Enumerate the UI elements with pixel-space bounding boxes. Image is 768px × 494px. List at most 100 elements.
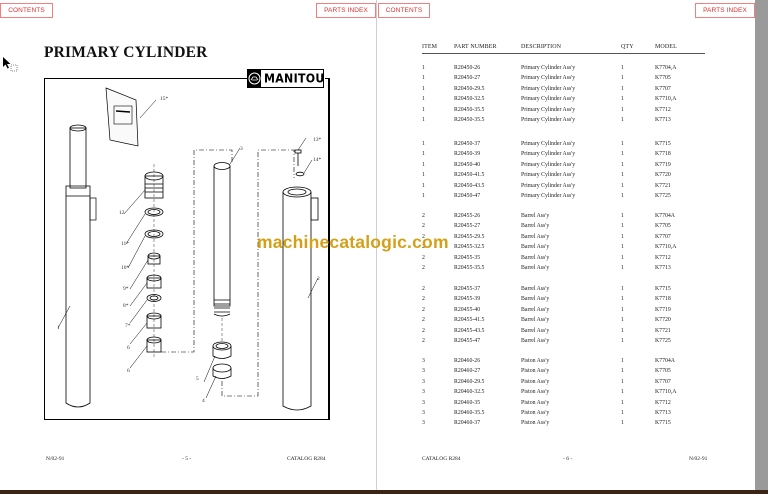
cell-part-number: R20455-29.5 <box>454 233 485 240</box>
cell-part-number: R20455-43.5 <box>454 327 485 334</box>
footer-page-number: - 5 - <box>182 456 192 462</box>
cell-qty: 1 <box>621 244 624 251</box>
cell-item: 2 <box>422 317 425 324</box>
cell-part-number: R20455-27 <box>454 223 481 230</box>
cell-description: Primary Cylinder Ass'y <box>521 182 576 189</box>
cell-qty: 1 <box>621 358 624 364</box>
cell-model: K7712 <box>655 106 671 113</box>
cell-model: K7715 <box>655 420 671 427</box>
cell-qty: 1 <box>621 410 624 416</box>
cell-description: Primary Cylinder Ass'y <box>521 141 576 147</box>
callout-6b: 6 <box>127 368 130 374</box>
logo-text: MANITOU <box>264 71 325 86</box>
mouse-pointer-icon <box>3 57 18 72</box>
cell-item: 2 <box>422 338 425 344</box>
cell-item: 3 <box>422 420 425 427</box>
cell-part-number: R20455-47 <box>454 338 481 344</box>
cell-description: Piston Ass'y <box>521 368 550 375</box>
cell-item: 2 <box>422 244 425 251</box>
contents-button[interactable]: CONTENTS <box>378 3 430 18</box>
cell-qty: 1 <box>621 254 624 261</box>
parts-table-header: ITEM PART NUMBER DESCRIPTION QTY MODEL <box>422 44 705 54</box>
cell-description: Piston Ass'y <box>521 420 550 427</box>
cell-description: Piston Ass'y <box>521 399 550 406</box>
callout-12: 12 <box>119 210 125 216</box>
cell-model: K7705 <box>655 75 671 82</box>
cell-part-number: R20455-35 <box>454 254 481 261</box>
cell-model: K7718 <box>655 296 671 303</box>
cell-model: K7720 <box>655 172 671 179</box>
cell-part-number: R20455-32.5 <box>454 244 485 251</box>
cell-description: Barrel Ass'y <box>521 327 550 334</box>
cell-part-number: R20450-29.5 <box>454 85 485 92</box>
cell-item: 1 <box>422 193 425 199</box>
cell-qty: 1 <box>621 65 624 71</box>
cell-qty: 1 <box>621 151 624 158</box>
cell-model: K7715 <box>655 286 671 292</box>
footer-catalog: CATALOG R284 <box>287 456 326 462</box>
cell-part-number: R20455-40 <box>454 306 481 313</box>
cell-model: K7719 <box>655 161 671 168</box>
cell-description: Barrel Ass'y <box>521 233 550 240</box>
cell-model: K7718 <box>655 151 671 158</box>
cell-item: 2 <box>422 213 425 219</box>
parts-index-button[interactable]: PARTS INDEX <box>316 3 376 18</box>
cell-item: 1 <box>422 85 425 92</box>
cell-model: K7707 <box>655 378 671 385</box>
callout-6a: 6 <box>127 345 130 351</box>
cell-part-number: R20450-35.5 <box>454 117 485 123</box>
contents-button[interactable]: CONTENTS <box>0 3 53 18</box>
cell-model: K7704A <box>655 213 675 219</box>
cell-item: 2 <box>422 265 425 271</box>
cell-part-number: R20460-37 <box>454 420 481 427</box>
cell-part-number: R20460-26 <box>454 358 481 364</box>
cell-qty: 1 <box>621 223 624 230</box>
cell-part-number: R20450-43.5 <box>454 182 485 189</box>
cell-description: Primary Cylinder Ass'y <box>521 172 576 179</box>
cell-description: Primary Cylinder Ass'y <box>521 106 576 113</box>
callout-3: 3 <box>240 146 243 152</box>
cell-model: K7705 <box>655 223 671 230</box>
cell-item: 2 <box>422 254 425 261</box>
header-qty: QTY <box>621 44 634 50</box>
cell-part-number: R20460-32.5 <box>454 389 485 396</box>
cell-item: 1 <box>422 96 425 103</box>
cell-part-number: R20455-37 <box>454 286 481 292</box>
cell-item: 3 <box>422 378 425 385</box>
cell-description: Primary Cylinder Ass'y <box>521 96 576 103</box>
cell-part-number: R20450-47 <box>454 193 481 199</box>
callout-13: 13* <box>313 137 322 143</box>
cell-qty: 1 <box>621 265 624 271</box>
cell-part-number: R20460-29.5 <box>454 378 485 385</box>
exploded-parts-diagram <box>44 78 330 420</box>
cell-item: 2 <box>422 223 425 230</box>
cell-description: Barrel Ass'y <box>521 244 550 251</box>
footer-date: N/02-91 <box>46 456 65 462</box>
cell-item: 1 <box>422 106 425 113</box>
cell-item: 1 <box>422 141 425 147</box>
cell-item: 3 <box>422 358 425 364</box>
cell-description: Barrel Ass'y <box>521 317 550 324</box>
cell-qty: 1 <box>621 286 624 292</box>
cell-model: K7712 <box>655 254 671 261</box>
parts-index-button[interactable]: PARTS INDEX <box>695 3 755 18</box>
cell-qty: 1 <box>621 389 624 396</box>
